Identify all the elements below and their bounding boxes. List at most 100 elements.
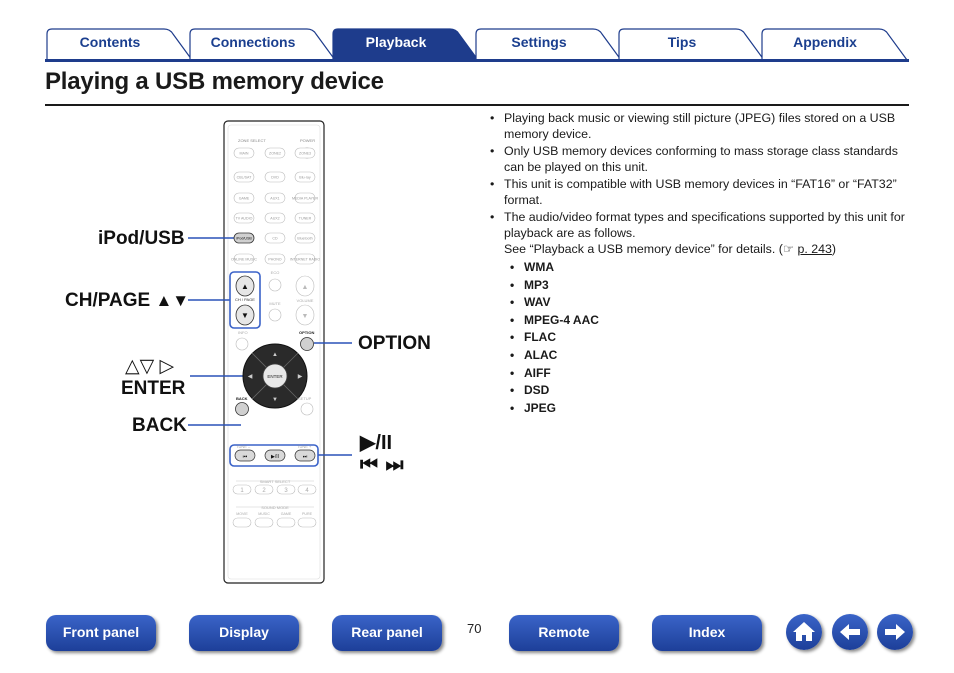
- skip-forward-button[interactable]: [294, 449, 316, 462]
- volume-up-button[interactable]: [295, 275, 315, 297]
- tab-label: Playback: [365, 34, 427, 50]
- remote-source-label: CBL/SAT: [237, 176, 253, 180]
- remote-source-label: CD: [272, 237, 278, 241]
- info-button[interactable]: [235, 337, 249, 351]
- back-button[interactable]: [235, 402, 249, 416]
- tab-connections[interactable]: Connections: [189, 28, 337, 60]
- remote-source-label: DVD: [271, 176, 279, 180]
- smart-select-button[interactable]: [276, 484, 296, 495]
- smart-select-number: 3: [284, 488, 288, 494]
- remote-button[interactable]: Remote: [509, 615, 619, 651]
- remote-source-label: ZONE3: [299, 152, 311, 156]
- sound-mode-button[interactable]: [254, 517, 274, 528]
- sound-mode-button[interactable]: [297, 517, 317, 528]
- ch-page-up-button[interactable]: [235, 275, 255, 297]
- remote-source-button[interactable]: [233, 192, 255, 204]
- sound-mode-button[interactable]: [276, 517, 296, 528]
- tab-appendix[interactable]: Appendix: [761, 28, 909, 60]
- remote-source-label: PHONO: [268, 258, 281, 262]
- eco-button[interactable]: [268, 278, 282, 292]
- rear-panel-button[interactable]: Rear panel: [332, 615, 442, 651]
- front-panel-button[interactable]: Front panel: [46, 615, 156, 651]
- bullet-4: • The audio/video format types and speci…: [490, 210, 905, 256]
- format-item: •MPEG-4 AAC: [510, 312, 599, 327]
- reference-icon: ☞: [782, 242, 795, 256]
- info-label: INFO: [238, 330, 248, 335]
- setup-button[interactable]: [300, 402, 314, 416]
- remote-source-label: iPod/USB: [236, 237, 252, 241]
- ch-page-down-button[interactable]: [235, 304, 255, 326]
- format-item: •MP3: [510, 277, 549, 292]
- callout-enter: ENTER: [121, 378, 186, 399]
- remote-source-button[interactable]: [264, 212, 286, 224]
- remote-source-label: ONLINE MUSIC: [231, 258, 257, 262]
- svg-text:▼: ▼: [241, 311, 249, 320]
- enter-button[interactable]: [262, 363, 288, 389]
- remote-source-button[interactable]: [264, 147, 286, 159]
- eco-label: ECO: [271, 270, 280, 275]
- smart-select-number: 1: [240, 488, 244, 494]
- tab-label: Settings: [511, 34, 567, 50]
- sound-mode-button[interactable]: [232, 517, 252, 528]
- remote-source-label: AUX2: [270, 217, 279, 221]
- format-item: •AIFF: [510, 365, 551, 380]
- remote-source-button[interactable]: [233, 171, 255, 183]
- remote-source-button[interactable]: [294, 171, 316, 183]
- back-nav-button[interactable]: [832, 614, 868, 650]
- remote-source-button[interactable]: [233, 253, 255, 265]
- svg-text:▲: ▲: [302, 284, 309, 291]
- home-button[interactable]: [786, 614, 822, 650]
- bullet-3: •This unit is compatible with USB memory…: [490, 177, 897, 207]
- remote-source-label: AUX1: [270, 197, 279, 201]
- mute-button[interactable]: [268, 308, 282, 322]
- smart-select-button[interactable]: [232, 484, 252, 495]
- remote-source-button[interactable]: [294, 147, 316, 159]
- tune-plus-label: TUNE +: [297, 444, 312, 449]
- reference-link[interactable]: p. 243: [797, 242, 832, 256]
- dpad-up-icon: ▲: [272, 352, 278, 358]
- option-button[interactable]: [300, 337, 314, 351]
- ch-page-label: CH / PAGE: [235, 297, 255, 302]
- remote-source-button[interactable]: [264, 171, 286, 183]
- smart-select-button[interactable]: [254, 484, 274, 495]
- tab-tips[interactable]: Tips: [618, 28, 766, 60]
- remote-source-button[interactable]: [233, 147, 255, 159]
- tab-contents[interactable]: Contents: [46, 28, 194, 60]
- home-icon: [793, 622, 815, 641]
- setup-label: SETUP: [298, 396, 312, 401]
- play-pause-button[interactable]: [264, 449, 286, 462]
- remote-source-button[interactable]: [264, 253, 286, 265]
- sound-mode-label: SOUND MODE: [261, 505, 289, 510]
- remote-source-button[interactable]: [294, 253, 316, 265]
- volume-down-button[interactable]: [295, 304, 315, 326]
- sound-mode-label: PURE: [302, 512, 313, 516]
- play-pause-icon: ▶/II: [360, 432, 393, 454]
- play-pause-label: ▶/II: [271, 454, 279, 460]
- tab-label: Connections: [210, 34, 296, 50]
- forward-nav-button[interactable]: [877, 614, 913, 650]
- tab-settings[interactable]: Settings: [475, 28, 623, 60]
- back-label: BACK: [236, 396, 248, 401]
- remote-source-button[interactable]: [294, 232, 316, 244]
- remote-source-button[interactable]: [294, 212, 316, 224]
- remote-source-button[interactable]: [264, 192, 286, 204]
- tab-playback[interactable]: Playback: [332, 28, 480, 60]
- remote-source-label: INTERNET RADIO: [290, 258, 320, 262]
- callout-ipod-usb: iPod/USB: [98, 228, 185, 249]
- display-button[interactable]: Display: [189, 615, 299, 651]
- svg-text:▲: ▲: [241, 282, 249, 291]
- remote-source-button[interactable]: [294, 192, 316, 204]
- smart-select-button[interactable]: [297, 484, 317, 495]
- index-button[interactable]: Index: [652, 615, 762, 651]
- remote-source-button[interactable]: [233, 232, 255, 244]
- remote-source-button[interactable]: [264, 232, 286, 244]
- remote-source-button[interactable]: [233, 212, 255, 224]
- smart-select-number: 4: [305, 488, 309, 494]
- page-number: 70: [467, 621, 482, 636]
- dpad-arrows-icon: △▽ ▷: [125, 356, 175, 377]
- remote-source-label: ZONE2: [269, 152, 281, 156]
- skip-back-button[interactable]: [234, 449, 256, 462]
- format-item: •JPEG: [510, 400, 557, 415]
- callout-ch-page: CH/PAGE ▲▼: [65, 290, 189, 312]
- dpad-right-icon: ▶: [298, 374, 303, 380]
